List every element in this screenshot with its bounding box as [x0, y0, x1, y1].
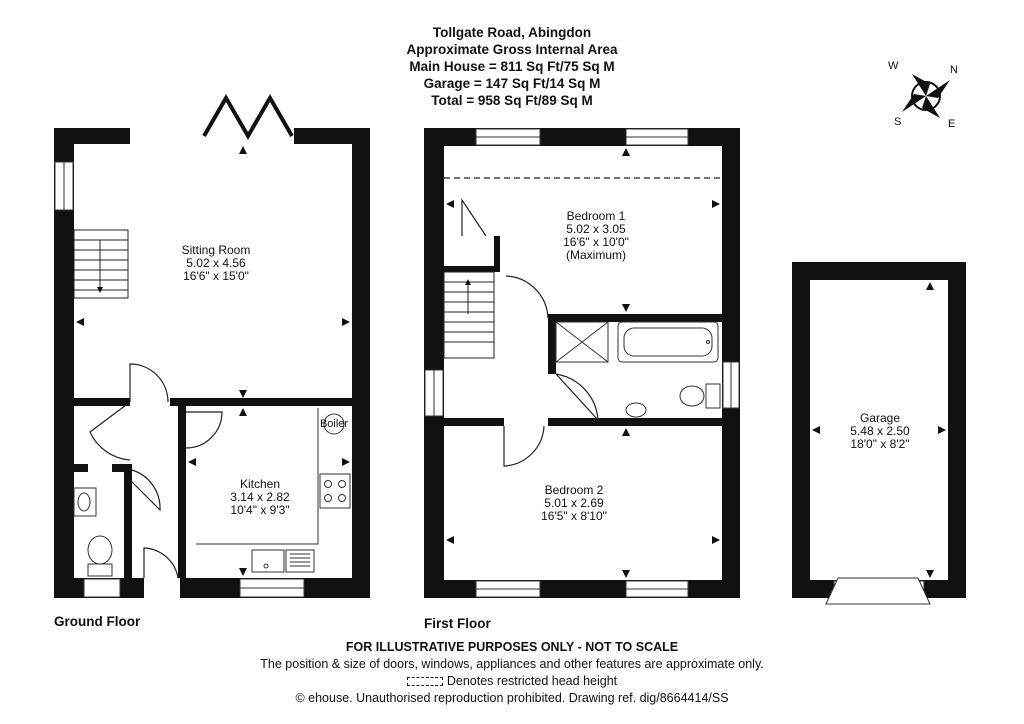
first-doors [461, 198, 599, 467]
bedroom1-note: (Maximum) [566, 248, 626, 262]
bifold-doors [202, 94, 294, 140]
garage-metric: 5.48 x 2.50 [850, 424, 910, 438]
compass-n: N [950, 64, 958, 76]
bedroom2-metric: 5.01 x 2.69 [544, 496, 604, 510]
main-house-area: Main House = 811 Sq Ft/75 Sq M [409, 59, 615, 74]
bathroom-fittings [555, 321, 721, 418]
compass-icon [902, 74, 950, 118]
kitchen-name: Kitchen [239, 477, 281, 491]
ground-floor-label: Ground Floor [54, 614, 141, 629]
ground-dimension-arrows [76, 146, 350, 576]
bedroom2-imperial: 16'5" x 8'10" [541, 509, 607, 523]
area-title: Approximate Gross Internal Area [406, 42, 618, 57]
bedroom2-label: Bedroom 2 5.01 x 2.69 16'5" x 8'10" [514, 484, 634, 523]
ground-floor-windows [54, 161, 305, 598]
copyright: © ehouse. Unauthorised reproduction proh… [295, 691, 729, 705]
kitchen-fittings [196, 408, 351, 573]
bedroom1-metric: 5.02 x 3.05 [566, 222, 626, 236]
dashed-key-icon [406, 677, 443, 687]
garage-door [825, 577, 931, 605]
garage-imperial: 18'0" x 8'2" [850, 437, 910, 451]
ground-stairs [73, 229, 129, 299]
bedroom1-label: Bedroom 1 5.02 x 3.05 16'6" x 10'0" (Max… [536, 210, 656, 262]
sitting-room-label: Sitting Room 5.02 x 4.56 16'6" x 15'0" [156, 244, 276, 283]
sitting-room-imperial: 16'6" x 15'0" [183, 269, 249, 283]
kitchen-label: Kitchen 3.14 x 2.82 10'4" x 9'3" [210, 478, 310, 517]
bedroom2-name: Bedroom 2 [544, 483, 604, 497]
compass-e: E [948, 118, 956, 130]
kitchen-metric: 3.14 x 2.82 [230, 490, 290, 504]
compass-s: S [894, 116, 902, 128]
garage-name: Garage [859, 411, 901, 425]
ground-floor-plan [54, 128, 370, 598]
first-floor-plan [424, 128, 740, 598]
boiler-label: Boiler [319, 418, 349, 430]
ground-doors [89, 363, 223, 579]
position-note: The position & size of doors, windows, a… [260, 657, 764, 671]
first-floor-windows [424, 128, 740, 598]
wc-fittings [73, 487, 113, 577]
head-height-text: Denotes restricted head height [446, 674, 618, 688]
first-dimension-arrows [446, 148, 720, 578]
garage-arrows [812, 282, 946, 578]
first-stairs [443, 271, 495, 359]
header: Tollgate Road, Abingdon Approximate Gros… [312, 24, 712, 109]
sitting-room-metric: 5.02 x 4.56 [186, 256, 246, 270]
disclaimer: FOR ILLUSTRATIVE PURPOSES ONLY - NOT TO … [345, 640, 679, 654]
address-title: Tollgate Road, Abingdon [432, 25, 592, 40]
bedroom1-name: Bedroom 1 [566, 209, 626, 223]
kitchen-imperial: 10'4" x 9'3" [230, 503, 290, 517]
first-floor-label: First Floor [424, 616, 491, 631]
total-area: Total = 958 Sq Ft/89 Sq M [431, 93, 593, 108]
garage-label: Garage 5.48 x 2.50 18'0" x 8'2" [820, 412, 940, 451]
bedroom1-imperial: 16'6" x 10'0" [563, 235, 629, 249]
garage-area: Garage = 147 Sq Ft/14 Sq M [423, 76, 601, 91]
compass-w: W [888, 60, 899, 72]
head-height-key: Denotes restricted head height [112, 674, 912, 688]
sitting-room-name: Sitting Room [181, 243, 251, 257]
